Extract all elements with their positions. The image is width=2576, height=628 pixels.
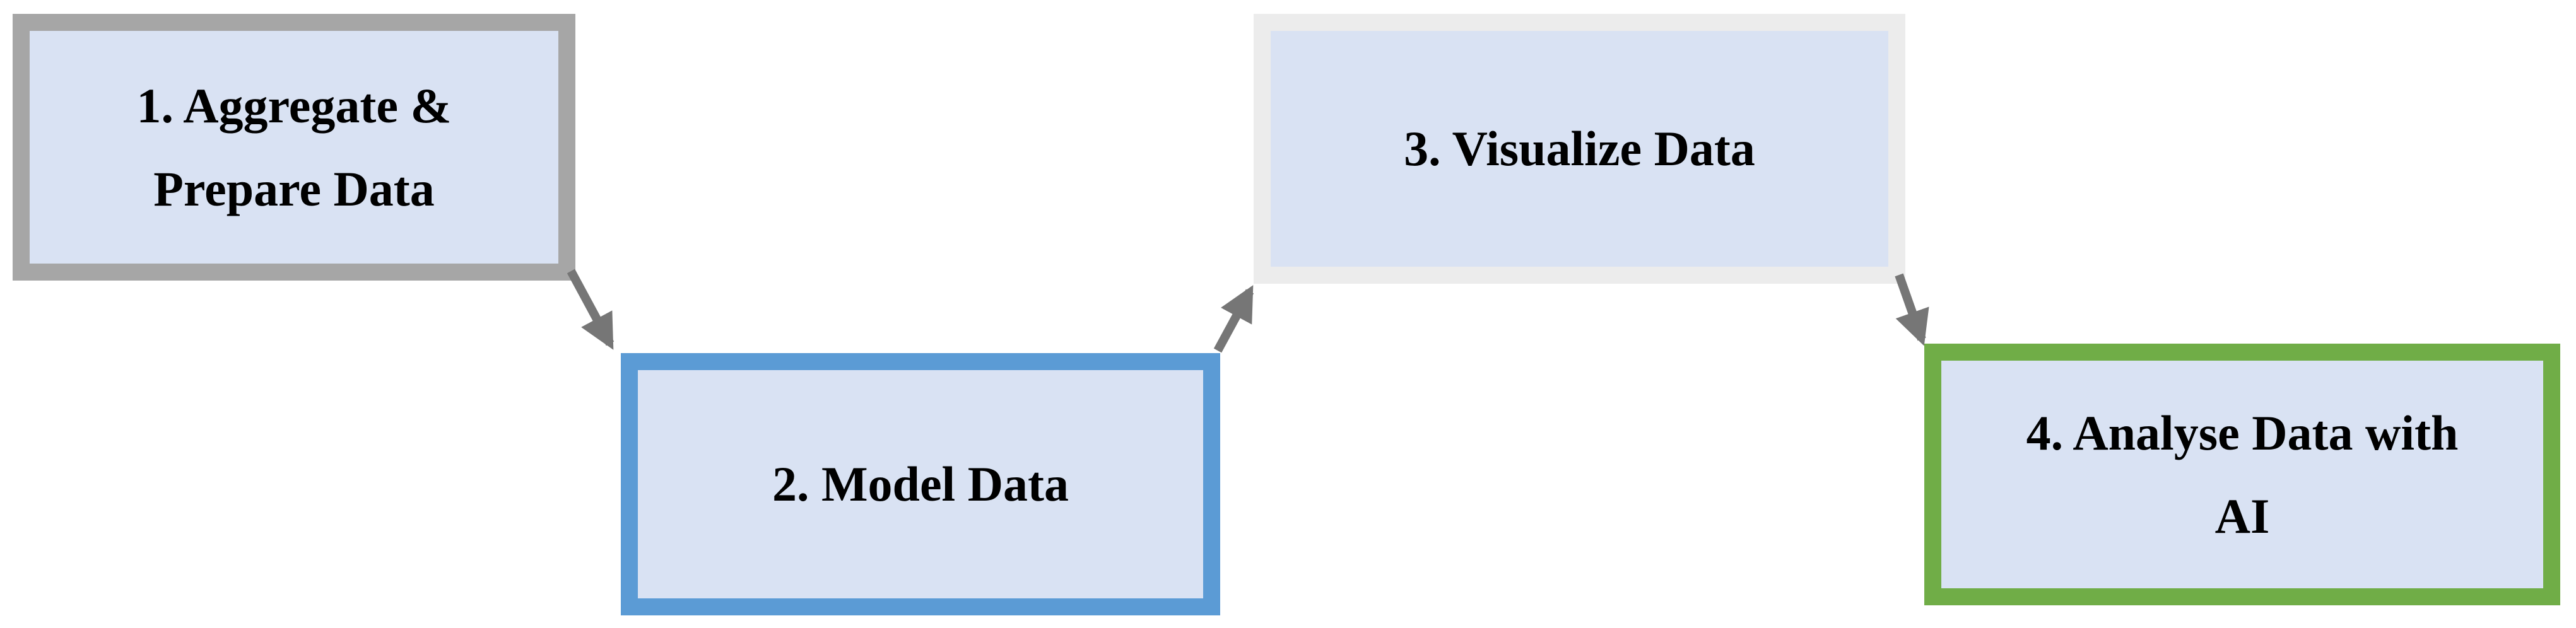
step-label-line: AI [2214, 488, 2270, 544]
arrow-step1-to-step2-icon [567, 269, 615, 350]
step-label-line: Prepare Data [153, 161, 435, 216]
step-box-visualize-data: 3. Visualize Data [1254, 14, 1905, 284]
step-label-line: 1. Aggregate & [136, 78, 452, 133]
step-box-analyse-data-with-ai: 4. Analyse Data with AI [1924, 344, 2560, 605]
arrow-step2-to-step3-icon [1213, 285, 1254, 353]
arrow-step3-to-step4-icon [1895, 273, 1929, 346]
step-label-line: 3. Visualize Data [1404, 121, 1755, 176]
step-label-line: 2. Model Data [772, 456, 1069, 511]
step-box-model-data: 2. Model Data [621, 353, 1220, 615]
step-box-aggregate-prepare-data: 1. Aggregate & Prepare Data [13, 14, 575, 281]
step-label-line: 4. Analyse Data with [2026, 405, 2459, 460]
